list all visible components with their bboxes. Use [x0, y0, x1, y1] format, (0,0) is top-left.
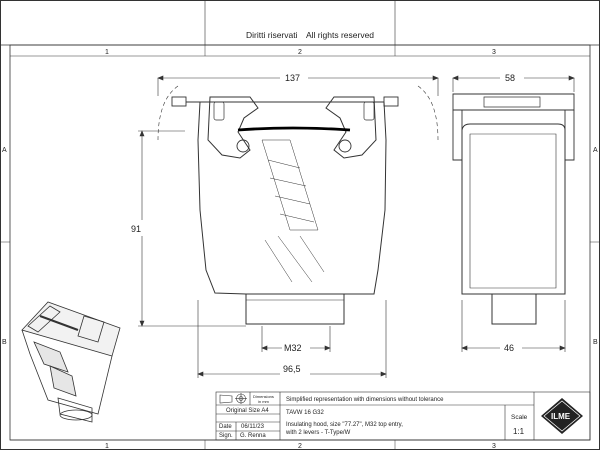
- dim-front-base-label: 96,5: [283, 364, 301, 374]
- tb-date-value: 06/11/23: [241, 424, 265, 430]
- col-bottom-2: 2: [298, 443, 302, 450]
- projection-symbol-icon: [219, 393, 247, 404]
- row-left-b: B: [2, 339, 7, 346]
- dim-side-width: [452, 75, 575, 92]
- tb-sign-label: Sign.: [219, 433, 233, 439]
- dim-front-height-label: 91: [131, 224, 141, 234]
- isometric-view: [21, 301, 121, 423]
- col-top-3: 3: [492, 49, 496, 56]
- rights-en: All rights reserved: [306, 30, 374, 40]
- col-bottom-1: 1: [105, 443, 109, 450]
- tb-original-size: Original Size A4: [226, 408, 269, 414]
- side-view: [452, 93, 575, 325]
- dim-front-width-label: 137: [285, 73, 300, 83]
- dim-thread: [261, 326, 331, 352]
- row-left-a: A: [2, 147, 7, 154]
- col-top-1: 1: [105, 49, 109, 56]
- tb-desc2: with 2 levers - T-Type/W: [285, 430, 351, 436]
- tb-scale-value: 1:1: [513, 427, 525, 436]
- tb-sign-value: G. Renna: [240, 433, 266, 439]
- tb-dims-label: Dimensions: [253, 394, 274, 399]
- dim-thread-label: M32: [284, 343, 302, 353]
- row-right-b: B: [593, 339, 598, 346]
- tb-dims-unit: in mm: [258, 399, 270, 404]
- ilme-logo: ILME: [541, 398, 583, 434]
- dim-front-height: [138, 130, 246, 327]
- rights-it: Diritti riservati: [246, 30, 298, 40]
- inner-frame: [9, 44, 591, 441]
- tb-date-label: Date: [219, 424, 232, 430]
- dim-side-base: [461, 300, 566, 352]
- dim-side-base-label: 46: [504, 343, 514, 353]
- col-top-2: 2: [298, 49, 302, 56]
- title-block: [215, 391, 591, 441]
- col-bottom-3: 3: [492, 443, 496, 450]
- dim-front-base: [197, 300, 387, 378]
- tb-description-line: Simplified representation with dimension…: [286, 397, 444, 403]
- dim-front-width: [157, 75, 439, 96]
- tb-desc1: Insulating hood, size "77.27", M32 top e…: [286, 422, 403, 428]
- row-right-a: A: [593, 147, 598, 154]
- tb-scale-label: Scale: [511, 414, 528, 421]
- dim-side-width-label: 58: [505, 73, 515, 83]
- ilme-logo-text: ILME: [551, 412, 571, 421]
- tb-code: TAVW 16 G32: [286, 410, 324, 416]
- front-view: [157, 85, 439, 325]
